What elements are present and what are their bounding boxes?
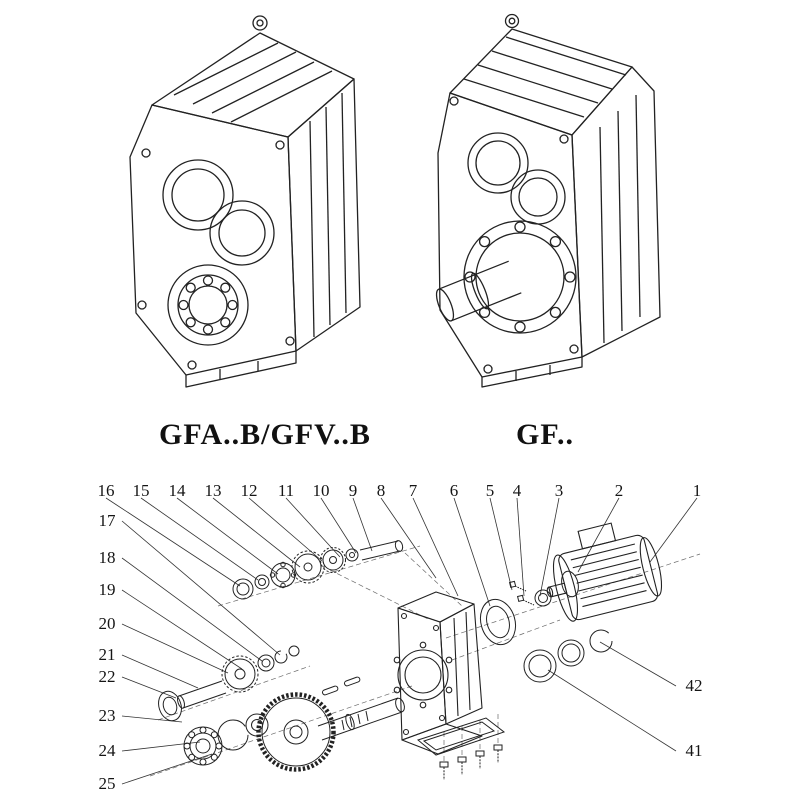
part-label-21: 21: [98, 645, 116, 664]
part-label-2: 2: [614, 481, 624, 500]
exploded-parts-diagram: [105, 497, 701, 785]
part-label-11: 11: [277, 481, 295, 500]
input-shaft-parts: [232, 540, 404, 600]
part-label-3: 3: [554, 481, 564, 500]
part-label-25: 25: [98, 774, 116, 793]
part-label-4: 4: [512, 481, 522, 500]
output-gear-parts: [183, 676, 405, 772]
gearbox-drawing-gfab: [129, 15, 361, 388]
intermediate-shaft-parts: [158, 645, 300, 722]
part-label-7: 7: [408, 481, 418, 500]
part-label-20: 20: [98, 614, 116, 633]
part-label-8: 8: [376, 481, 386, 500]
part-label-24: 24: [98, 741, 116, 760]
part-label-17: 17: [98, 511, 116, 530]
part-label-23: 23: [98, 706, 116, 725]
gasket-and-screws: [479, 570, 579, 646]
output-rings: [523, 629, 613, 683]
part-label-41: 41: [685, 741, 703, 760]
part-label-9: 9: [348, 481, 358, 500]
leader-lines: [105, 497, 698, 785]
part-label-10: 10: [312, 481, 330, 500]
gearbox-drawing-gf: [435, 13, 661, 388]
part-label-22: 22: [98, 667, 116, 686]
part-label-42: 42: [685, 676, 703, 695]
caption-gf: GF..: [516, 418, 574, 451]
part-label-15: 15: [132, 481, 150, 500]
part-label-13: 13: [204, 481, 222, 500]
part-label-5: 5: [485, 481, 495, 500]
part-label-6: 6: [449, 481, 459, 500]
part-label-18: 18: [98, 548, 116, 567]
part-label-14: 14: [168, 481, 186, 500]
base-plate-and-bolts: [416, 717, 506, 780]
motor-unit: [546, 522, 663, 622]
part-label-16: 16: [97, 481, 115, 500]
part-label-19: 19: [98, 580, 116, 599]
gfab-outline: [129, 15, 361, 388]
caption-gfab: GFA..B/GFV..B: [159, 418, 371, 451]
part-label-1: 1: [692, 481, 702, 500]
part-label-12: 12: [240, 481, 258, 500]
exploded-housing: [393, 591, 483, 755]
gf-outline: [435, 13, 661, 388]
